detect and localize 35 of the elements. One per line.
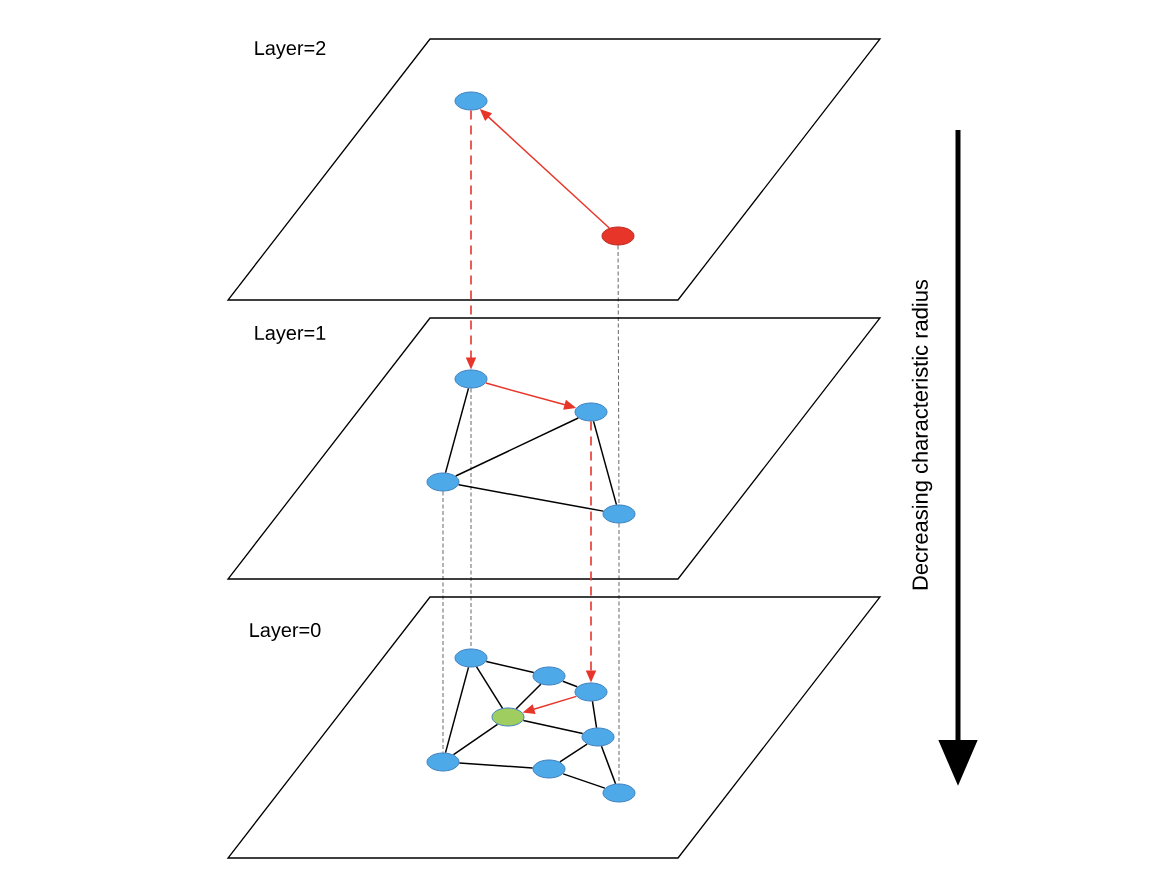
graph-edge	[485, 660, 535, 674]
graph-vertex	[581, 727, 615, 747]
graph-edge	[592, 420, 618, 506]
graph-vertex	[602, 504, 636, 524]
graph-edge	[455, 417, 579, 477]
axis-label: Decreasing characteristic radius	[911, 279, 933, 590]
graph-edge	[458, 762, 534, 769]
dashed-line	[617, 245, 620, 505]
graph-edge	[444, 387, 470, 474]
graph-vertex	[574, 682, 608, 702]
graph-vertex	[454, 91, 488, 111]
graph-edge	[452, 723, 499, 756]
graph-edge	[475, 666, 504, 709]
graph-vertex	[532, 666, 566, 686]
graph-edge	[458, 484, 604, 512]
graph-vertex	[454, 648, 488, 668]
graph-edge	[522, 719, 584, 735]
graph-edge	[444, 666, 470, 754]
graph-edge	[559, 743, 588, 763]
graph-vertex	[601, 226, 635, 246]
graph-edge	[600, 745, 617, 785]
graph-edge	[562, 680, 578, 688]
graph-vertex	[602, 783, 636, 803]
graph-vertex	[426, 472, 460, 492]
graph-edge	[515, 683, 542, 710]
dashed-line	[618, 523, 620, 784]
graph-edge	[591, 700, 598, 729]
graph-vertex	[454, 369, 488, 389]
graph-vertex	[426, 752, 460, 772]
graph-vertex	[491, 707, 525, 727]
graph-edge	[562, 773, 606, 789]
dashed-line	[442, 491, 444, 753]
graph-vertex	[574, 402, 608, 422]
dashed-line	[470, 388, 472, 649]
graph-vertex	[532, 759, 566, 779]
